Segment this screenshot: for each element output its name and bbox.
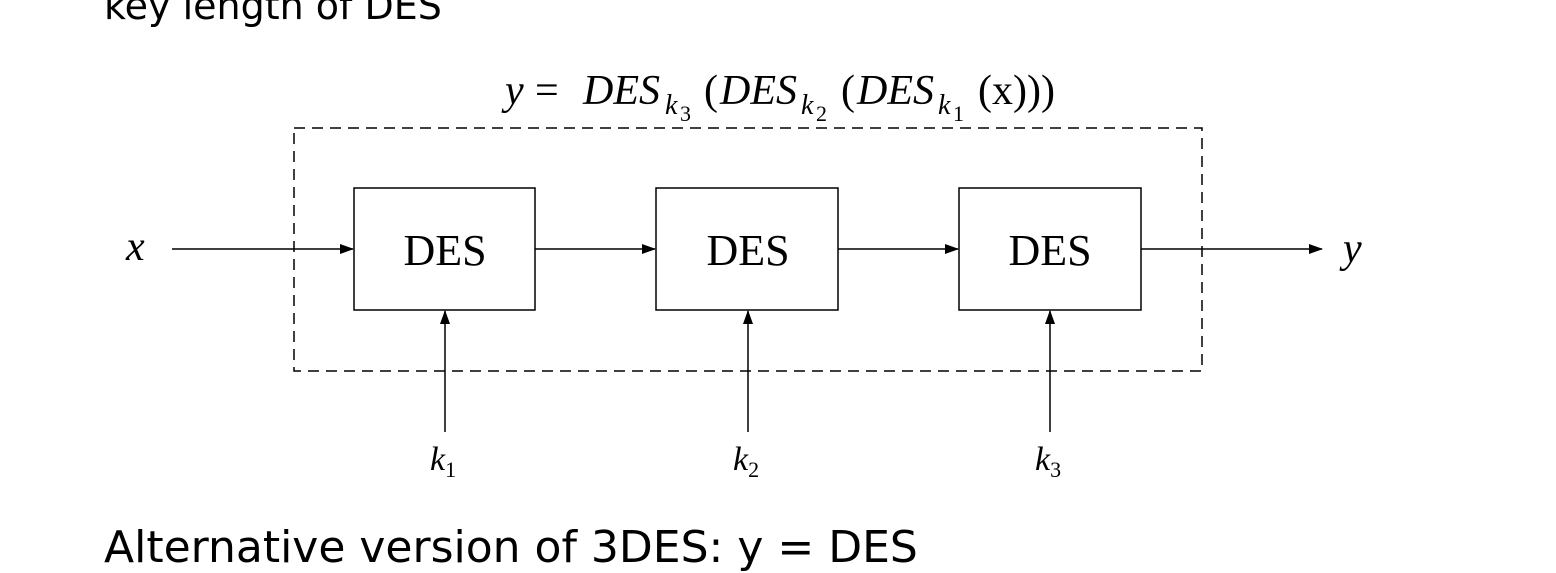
formula-outer-des: DES	[582, 68, 660, 114]
formula-middle-sub-index: 2	[816, 101, 827, 126]
formula-inner-des: DES	[856, 68, 934, 114]
des-block-1-label: DES	[403, 226, 486, 275]
des-block-3-label: DES	[1008, 226, 1091, 275]
slide-heading: key length of DES	[104, 0, 442, 28]
key-label-2: k2	[733, 441, 759, 482]
formula-paren-2: (	[841, 68, 855, 114]
triple-des-diagram: y = DES k 3 ( DES k 2 ( DES k 1 (x))) x …	[125, 68, 1362, 482]
formula-arg: (x)))	[978, 68, 1055, 114]
des-block-2	[655, 187, 839, 311]
formula-inner-sub-index: 1	[953, 101, 964, 126]
formula-inner-sub: k	[938, 90, 951, 121]
key-label-1: k1	[430, 441, 456, 482]
formula-middle-sub: k	[801, 90, 814, 121]
formula-lhs: y	[501, 68, 524, 114]
des-block-3	[958, 187, 1142, 311]
input-label: x	[125, 224, 145, 270]
formula-outer-sub: k	[665, 90, 678, 121]
formula-middle-des: DES	[719, 68, 797, 114]
formula-paren-1: (	[704, 68, 718, 114]
bottom-text: Alternative version of 3DES: y = DES	[104, 522, 918, 573]
formula: y = DES k 3 ( DES k 2 ( DES k 1 (x)))	[501, 68, 1055, 131]
output-label: y	[1339, 226, 1362, 272]
des-block-1	[353, 187, 536, 311]
des-block-2-label: DES	[706, 226, 789, 275]
formula-eq: =	[535, 68, 559, 114]
key-label-3: k3	[1035, 441, 1061, 482]
formula-outer-sub-index: 3	[680, 101, 691, 126]
